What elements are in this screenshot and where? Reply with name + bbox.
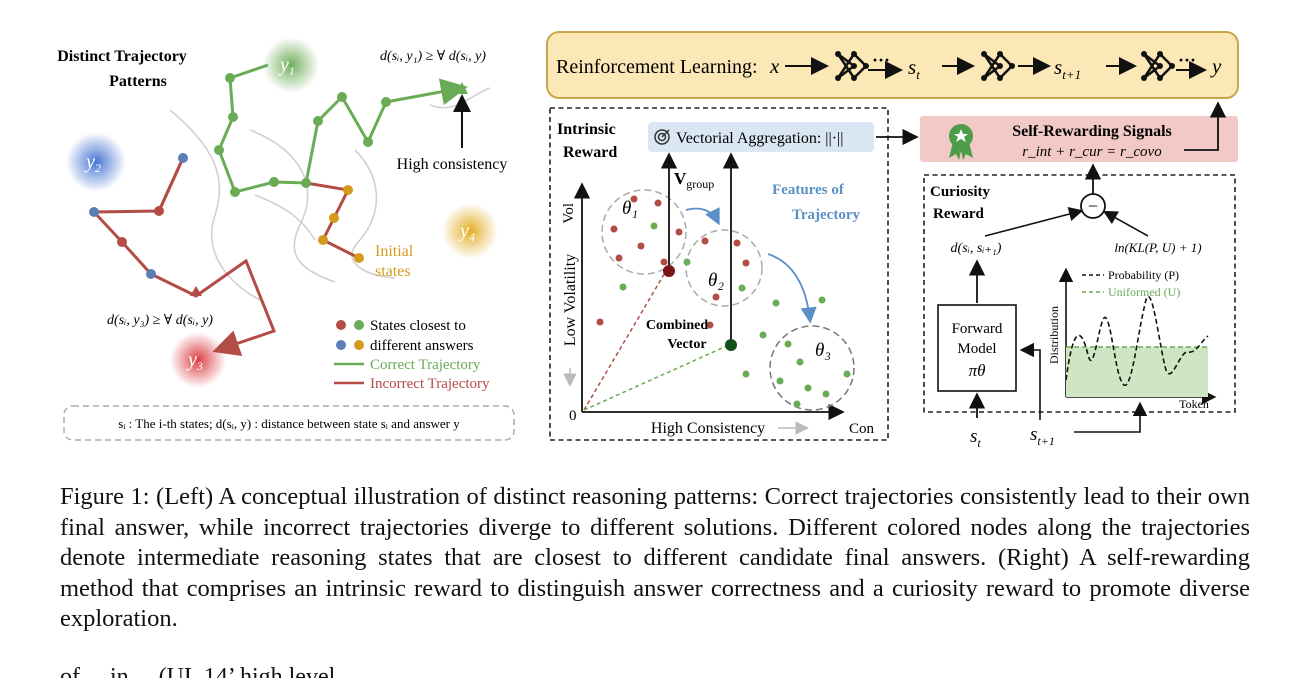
cluster-points <box>596 195 851 408</box>
answer-y3: y3 <box>186 349 203 373</box>
trajectory-nodes <box>89 73 468 279</box>
kl-label: ln(KL(P, U) + 1) <box>1114 240 1201 255</box>
rl-st1: st+1 <box>1054 55 1081 82</box>
notation-text: sᵢ : The i-th states; d(sᵢ, y) : distanc… <box>118 416 460 431</box>
signals-formula: r_int + r_cur = r_covo <box>1022 144 1162 160</box>
aggregation-box <box>648 122 874 152</box>
aggregation-label: Vectorial Aggregation: ||·|| <box>676 130 843 147</box>
vector-red-dashed <box>583 270 667 411</box>
figure-1: Distinct Trajectory Patterns y1 y2 y3 y4 <box>57 31 1239 450</box>
background-curves <box>169 87 491 301</box>
combined-line1: Combined <box>646 318 708 333</box>
left-title-line1: Distinct Trajectory <box>57 48 187 65</box>
cluster-theta2 <box>685 229 763 307</box>
rl-x: x <box>769 54 780 78</box>
notation-box <box>63 405 515 441</box>
intrinsic-title-line2: Reward <box>563 144 617 161</box>
dist-axis-x-label: Token <box>1179 397 1209 411</box>
forward-line1: Forward <box>952 321 1003 337</box>
signals-panel: Self-Rewarding Signals r_int + r_cur = r… <box>920 116 1238 162</box>
left-legend: States closest to different answers Corr… <box>334 318 490 392</box>
input-st: st <box>970 426 981 450</box>
answer-y2-glow <box>66 132 126 192</box>
forward-line3: πθ <box>969 361 986 380</box>
features-line1: Features of <box>772 182 845 198</box>
features-line2: Trajectory <box>792 207 861 223</box>
signals-to-rl-arrow <box>1184 101 1227 151</box>
answer-y4: y4 <box>458 220 475 244</box>
rl-dots-1: ··· <box>872 50 890 70</box>
cluster-theta3 <box>769 325 855 411</box>
legend-uniform: Uniformed (U) <box>1108 285 1180 299</box>
theta3-label: θ₃ <box>815 340 831 361</box>
origin-label: 0 <box>569 408 577 424</box>
answer-y1-glow <box>263 37 319 93</box>
vgroup-label: Vgroup <box>674 169 714 191</box>
legend-probability: Probability (P) <box>1108 268 1179 282</box>
rl-st: st <box>908 55 920 82</box>
cluster-theta1 <box>601 189 687 275</box>
dist-axis-y-label: Distribution <box>1047 306 1061 364</box>
initial-states-line2: states <box>375 263 411 280</box>
vector-point-green <box>725 339 737 351</box>
curiosity-title-line1: Curiosity <box>930 184 991 200</box>
minus-symbol: − <box>1088 196 1098 216</box>
target-icon <box>654 129 670 145</box>
distance-label: d(sᵢ, sᵢ₊₁) <box>951 241 1002 256</box>
left-title-line2: Patterns <box>109 73 167 90</box>
axis-x-long: High Consistency <box>651 420 765 437</box>
forward-line2: Model <box>957 341 996 357</box>
answer-y1: y1 <box>278 54 295 78</box>
initial-states-line1: Initial <box>375 243 414 260</box>
combined-line2: Vector <box>667 337 706 352</box>
legend-incorrect: Incorrect Trajectory <box>370 376 490 392</box>
theta1-label: θ₁ <box>622 198 638 219</box>
curiosity-title-line2: Reward <box>933 206 984 222</box>
legend-correct: Correct Trajectory <box>370 357 481 373</box>
legend-states-line2: different answers <box>370 338 474 354</box>
high-consistency-label: High consistency <box>397 156 508 173</box>
intrinsic-title-line1: Intrinsic <box>557 121 616 138</box>
correct-trajectory <box>217 63 269 193</box>
curiosity-box <box>923 174 1236 413</box>
intrinsic-reward-panel: Intrinsic Reward Vectorial Aggregation: … <box>549 107 889 441</box>
axis-x-short: Con <box>849 421 875 437</box>
rl-y: y <box>1210 54 1222 78</box>
rl-dots-2: ··· <box>1178 50 1196 70</box>
vector-point-red <box>663 265 675 277</box>
answer-y4-glow <box>442 203 498 259</box>
vector-green-dashed <box>583 344 730 411</box>
probability-curve <box>1065 295 1209 386</box>
signals-box <box>920 116 1238 162</box>
curiosity-panel: Curiosity Reward − d(sᵢ, sᵢ₊₁) ln(KL(P, … <box>923 163 1236 450</box>
legend-states-line1: States closest to <box>370 318 466 334</box>
left-panel: Distinct Trajectory Patterns y1 y2 y3 y4 <box>57 37 515 441</box>
network-icon-1 <box>835 51 869 81</box>
theta2-label: θ₂ <box>708 270 724 291</box>
rl-bar: Reinforcement Learning: x ··· st st+1 ··… <box>546 31 1239 99</box>
forward-model-box <box>937 304 1017 392</box>
figure-caption: Figure 1: (Left) A conceptual illustrati… <box>60 483 1250 632</box>
signals-title: Self-Rewarding Signals <box>1012 123 1172 140</box>
incorrect-trajectory-2 <box>157 157 185 212</box>
cut-off-text-line: of ... in ... (UL 14’ high level ... ... <box>60 650 1260 678</box>
input-st1: st+1 <box>1030 424 1055 448</box>
rl-label: Reinforcement Learning: <box>556 56 758 78</box>
intrinsic-box <box>549 107 889 441</box>
incorrect-branch-arrowhead <box>190 286 202 296</box>
uniform-area <box>1066 347 1208 397</box>
network-icon-3 <box>1141 51 1175 81</box>
cut-off-text: of ... in ... (UL 14’ high level ... ... <box>60 664 384 678</box>
axis-y-long: Low Volatility <box>562 254 579 346</box>
axis-y-short: Vol <box>561 203 577 224</box>
formula-top: d(sᵢ, y₁) ≥ ∀ d(sᵢ, y) <box>380 49 486 64</box>
network-icon-2 <box>981 51 1015 81</box>
answer-y3-glow <box>170 332 226 388</box>
answer-y2: y2 <box>84 151 101 175</box>
correct-trajectory-upper <box>234 78 468 194</box>
formula-bottom: d(sᵢ, y₃) ≥ ∀ d(sᵢ, y) <box>107 313 213 328</box>
award-icon <box>949 124 973 160</box>
